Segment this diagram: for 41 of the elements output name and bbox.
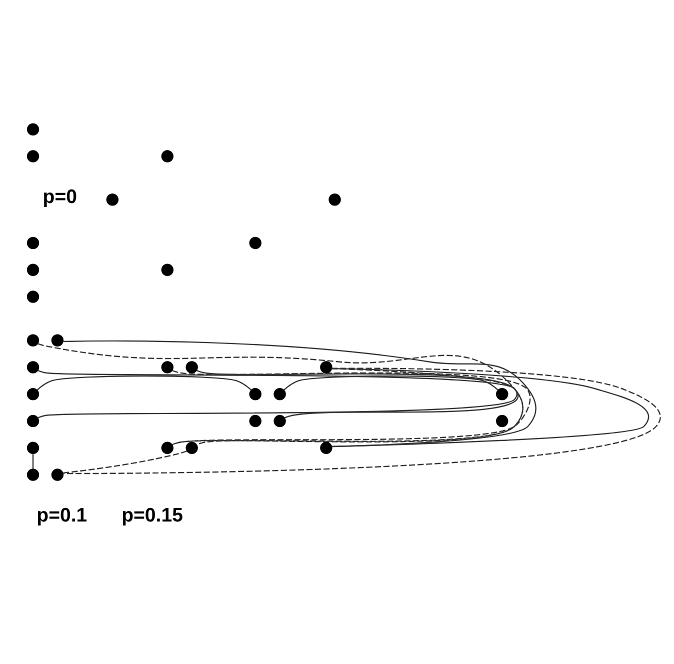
connector bbox=[332, 368, 649, 448]
connector bbox=[32, 454, 34, 470]
node-circle bbox=[106, 194, 119, 206]
node-circle bbox=[26, 388, 40, 400]
node-circle bbox=[328, 194, 341, 206]
node-circle bbox=[186, 442, 198, 454]
connector bbox=[196, 370, 518, 418]
node-circle bbox=[161, 264, 174, 276]
connector bbox=[62, 368, 661, 474]
node-circle bbox=[26, 468, 40, 481]
node-circle bbox=[186, 361, 198, 374]
node-circle bbox=[161, 442, 174, 454]
node-circle bbox=[26, 414, 40, 428]
node-circle bbox=[26, 264, 40, 276]
label: p=0.1 bbox=[36, 504, 88, 527]
connector bbox=[63, 450, 188, 474]
connector bbox=[283, 375, 499, 391]
node-circle bbox=[26, 334, 40, 346]
label: p=0.15 bbox=[122, 504, 183, 527]
connector bbox=[38, 370, 516, 418]
node-circle bbox=[496, 388, 508, 400]
node-circle bbox=[26, 150, 40, 162]
node-circle bbox=[26, 442, 40, 454]
node-circle bbox=[51, 468, 64, 481]
node-circle bbox=[249, 388, 262, 400]
node-circle bbox=[26, 236, 40, 250]
node-circle bbox=[161, 150, 174, 162]
node-circle bbox=[26, 290, 40, 303]
connector bbox=[36, 375, 252, 391]
node-circle bbox=[274, 414, 286, 428]
node-circle bbox=[249, 414, 262, 428]
node-circle bbox=[496, 414, 508, 428]
node-circle bbox=[320, 442, 332, 454]
node-circle bbox=[51, 334, 64, 346]
node-circle bbox=[26, 123, 40, 136]
node-circle bbox=[249, 236, 262, 250]
label: p=0 bbox=[42, 186, 77, 208]
node-circle bbox=[274, 388, 286, 400]
node-circle bbox=[26, 361, 40, 374]
node-circle bbox=[320, 361, 332, 374]
node-circle bbox=[161, 361, 174, 374]
